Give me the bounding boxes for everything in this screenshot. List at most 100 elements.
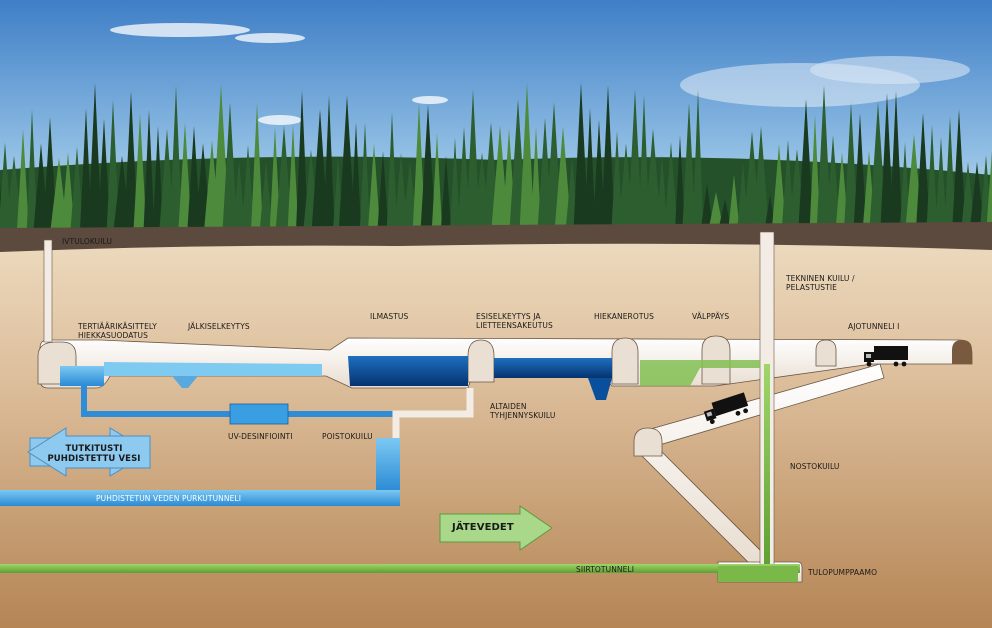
label-hiekanerotus: HIEKANEROTUS	[594, 312, 655, 321]
nostokuilu-pipe	[764, 364, 770, 570]
clean-water-arrow-shape	[27, 427, 151, 477]
tree	[106, 100, 120, 232]
tree	[61, 152, 75, 232]
sand-filter-basin	[60, 366, 104, 386]
label-valppays: VÄLPPÄYS	[692, 312, 730, 321]
tree	[952, 109, 966, 232]
tree	[152, 125, 164, 232]
tree	[187, 125, 201, 232]
tree	[143, 109, 155, 232]
tree	[843, 102, 859, 232]
tree	[584, 107, 596, 232]
truck-icon	[864, 346, 908, 367]
label-tertiaarikasittely: TERTIÄÄRIKÄSITTELY HIEKKASUODATUS	[78, 322, 157, 340]
tree	[26, 109, 38, 232]
jalkiselkeytys-basin	[104, 362, 322, 376]
tree	[530, 126, 542, 232]
tree	[377, 151, 389, 232]
clean-water-arrow-label: TUTKITUSTI PUHDISTETTU VESI	[47, 444, 141, 464]
tree	[431, 133, 443, 232]
tree	[915, 112, 931, 232]
tree	[926, 124, 938, 232]
tree	[889, 90, 903, 232]
uv-desinfiointi-unit	[229, 403, 289, 425]
tree	[287, 124, 299, 232]
tree	[222, 102, 238, 232]
tree	[880, 92, 894, 232]
tree	[43, 117, 57, 232]
label-jalkiselkeytys: JÄLKISELKEYTYS	[188, 322, 250, 331]
esiselkeytys-basin	[494, 358, 612, 378]
label-purkutunneli: PUHDISTETUN VEDEN PURKUTUNNELI	[96, 494, 242, 503]
purkutunneli-pipe	[0, 490, 400, 506]
tree	[241, 144, 255, 232]
tree	[250, 103, 264, 232]
label-ilmastus: ILMASTUS	[370, 312, 409, 321]
tree	[178, 122, 192, 232]
wastewater-arrow	[439, 505, 553, 551]
poistokuilu-shaft	[376, 438, 400, 492]
tree	[986, 150, 992, 232]
label-ivtulokuilu: IVTULOKUILU	[62, 237, 113, 246]
tree	[311, 109, 329, 232]
valppays-channel	[640, 360, 760, 386]
label-poistokuilu: POISTOKUILU	[322, 432, 373, 441]
forest	[0, 82, 992, 233]
tree	[16, 129, 30, 232]
tree	[97, 118, 111, 232]
ilmastus-basin	[348, 356, 468, 386]
label-tekninen-kuilu: TEKNINEN KUILU / PELASTUSTIE	[786, 274, 855, 292]
tree	[674, 135, 686, 232]
tree	[700, 184, 714, 232]
pumping-well	[718, 566, 798, 582]
tree	[70, 146, 84, 232]
tree	[420, 104, 436, 232]
siirtotunneli-pipe	[0, 564, 800, 573]
clouds	[110, 23, 970, 125]
tree	[664, 141, 678, 232]
tree	[465, 89, 481, 233]
tree	[275, 125, 293, 232]
tree	[554, 126, 572, 232]
tree	[359, 122, 371, 232]
tree	[627, 89, 643, 232]
tree	[638, 95, 650, 232]
tree	[600, 85, 616, 232]
label-altaiden-tyhjennyskuilu: ALTAIDEN TYHJENNYSKUILU	[490, 402, 556, 420]
tree	[728, 174, 740, 232]
tree	[519, 82, 535, 232]
tree	[692, 89, 704, 233]
label-tulopumppaamo: TULOPUMPPAAMO	[808, 568, 878, 577]
tree	[440, 155, 452, 232]
truck-icon	[703, 392, 749, 424]
tree	[232, 160, 246, 232]
tree	[798, 98, 814, 232]
uv-feed-pipe	[81, 386, 236, 417]
tree	[656, 155, 668, 232]
tree	[412, 102, 426, 232]
tree	[338, 95, 356, 232]
tree	[611, 130, 623, 232]
tree	[809, 115, 821, 232]
tree	[969, 161, 985, 232]
tree	[367, 143, 381, 232]
hiekanerotus-hopper	[588, 378, 612, 400]
label-siirtotunneli: SIIRTOTUNNELI	[576, 565, 635, 574]
tree	[853, 113, 867, 232]
wastewater-arrow-label: JÄTEVEDET	[452, 522, 514, 533]
tree	[133, 113, 147, 232]
tree	[592, 119, 606, 232]
tree	[449, 137, 461, 232]
altaiden-tyhjennyskuilu-pipe	[392, 388, 474, 438]
jalkiselkeytys-hopper	[172, 376, 198, 388]
label-esiselkeytys: ESISELKEYTYS JA LIETTEENSAKEUTUS	[476, 312, 553, 330]
tree	[169, 85, 183, 233]
tree	[771, 144, 787, 232]
tree	[644, 128, 662, 232]
tree	[79, 108, 93, 232]
tree	[752, 126, 770, 232]
tree	[295, 90, 309, 232]
tree	[323, 95, 335, 232]
